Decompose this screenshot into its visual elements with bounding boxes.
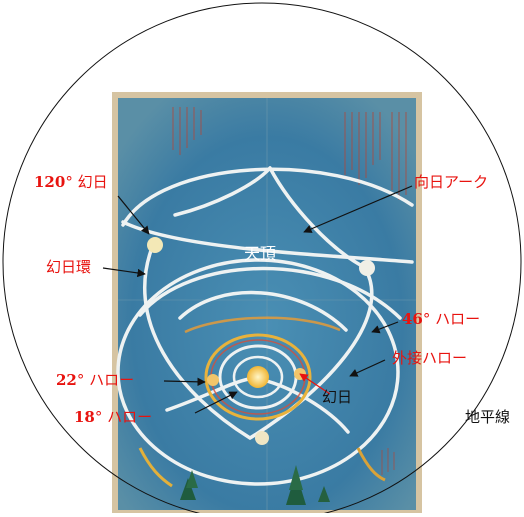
lower-left-rainbow (138, 447, 173, 488)
label-halo-22-number: 22 (56, 371, 77, 389)
halo-46-circle (116, 258, 400, 486)
label-halo-46-text: ° ハロー (422, 310, 481, 328)
arrow-halo-22 (163, 377, 206, 387)
upper-arc (121, 167, 414, 227)
painting (112, 92, 422, 513)
label-anthelic-arc: 向日アーク (414, 173, 489, 191)
parhelion-right-spot (359, 260, 375, 276)
handwritten-note-left (172, 107, 202, 155)
arrow-circumscribed (349, 359, 386, 377)
handwritten-signature (381, 448, 395, 475)
parhelion-120-spot (147, 237, 163, 253)
arrow-halo-18 (194, 391, 238, 414)
label-parhelion-120-number: 120 (34, 173, 66, 191)
label-zenith: 天頂 (244, 244, 277, 263)
trees (180, 465, 330, 505)
label-parhelic-circle: 幻日環 (46, 258, 92, 276)
label-parhelion-120-text: ° 幻日 (65, 173, 108, 191)
parhelic-circle-band (121, 220, 414, 264)
label-circumscribed-halo: 外接ハロー (392, 349, 468, 367)
tree-icon (180, 478, 196, 500)
upper-tangent-arc (138, 266, 402, 320)
arrow-halo-46 (371, 321, 399, 334)
circumscribed-bulb (143, 238, 374, 441)
annotation-arrows (102, 185, 413, 414)
inner-wing-arc (178, 290, 348, 332)
label-halo-18-text: ° ハロー (94, 408, 153, 426)
sun (247, 366, 269, 388)
lower-right-rainbow (356, 447, 386, 482)
label-parhelion-120: 120° 幻日 (34, 175, 108, 190)
label-parhelion: 幻日 (322, 388, 353, 406)
anthelic-arc-right (268, 166, 368, 270)
arrow-parhelion (299, 373, 331, 395)
inner-ring (232, 355, 284, 399)
label-halo-22-text: ° ハロー (76, 371, 135, 389)
label-halo-46-number: 46 (402, 310, 423, 328)
label-halo-22: 22° ハロー (56, 373, 134, 388)
parhelion-left-spot (207, 374, 219, 386)
lower-tangent-spot (255, 431, 269, 445)
label-halo-18-number: 18 (74, 408, 95, 426)
label-halo-18: 18° ハロー (74, 410, 152, 425)
arrow-anthelic-arc (303, 185, 413, 233)
label-halo-46: 46° ハロー (402, 312, 480, 327)
arrow-parhelic-circle (102, 267, 146, 278)
tree-icon (318, 486, 330, 502)
tangent-arc-color (184, 316, 341, 334)
label-horizon: 地平線 (465, 408, 511, 426)
arrow-parhelion-120 (117, 195, 150, 235)
handwritten-note-right (344, 112, 407, 200)
anthelic-arc-left (173, 166, 272, 217)
halo-22-ring (204, 333, 312, 421)
